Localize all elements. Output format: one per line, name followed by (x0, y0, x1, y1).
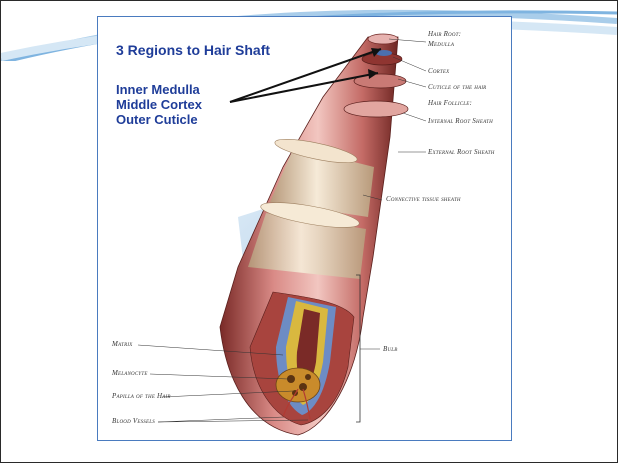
region-medulla: Inner Medulla (116, 82, 202, 97)
label-medulla: Medulla (428, 40, 454, 48)
label-internal-root-sheath: Internal Root Sheath (428, 117, 493, 125)
regions-list: Inner Medulla Middle Cortex Outer Cuticl… (116, 82, 202, 127)
label-cuticle: Cuticle of the hair (428, 83, 486, 91)
hair-diagram-frame: Hair Root: Medulla Cortex Cuticle of the… (97, 16, 512, 441)
label-external-root-sheath: External Root Sheath (428, 148, 495, 156)
label-cortex: Cortex (428, 67, 449, 75)
slide-title: 3 Regions to Hair Shaft (116, 42, 270, 58)
region-cuticle: Outer Cuticle (116, 112, 202, 127)
label-matrix: Matrix (112, 340, 132, 348)
papilla-cluster (276, 368, 320, 402)
hair-follicle-illustration (98, 17, 511, 440)
label-melanocyte: Melanocyte (112, 369, 148, 377)
region-cortex: Middle Cortex (116, 97, 202, 112)
label-hair-root: Hair Root: (428, 30, 461, 38)
label-blood-vessels: Blood Vessels (112, 417, 155, 425)
label-connective-tissue-sheath: Connective tissue sheath (386, 195, 461, 203)
label-hair-follicle: Hair Follicle: (428, 99, 472, 107)
label-papilla: Papilla of the Hair (112, 392, 171, 400)
label-bulb: Bulb (383, 345, 398, 353)
